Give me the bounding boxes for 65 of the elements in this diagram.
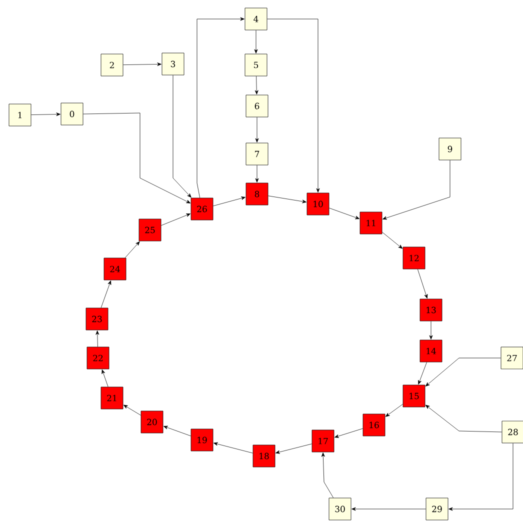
arrow	[425, 358, 501, 386]
node-box: 27	[500, 346, 523, 370]
arrow	[172, 75, 192, 198]
arrow	[124, 241, 140, 258]
arrow	[96, 330, 100, 347]
arrow	[31, 112, 60, 116]
arrow	[382, 160, 450, 220]
arrow	[334, 428, 363, 438]
node-box: 4	[244, 8, 268, 30]
arrow	[448, 443, 514, 511]
node-box: 30	[328, 498, 352, 520]
node-box: 28	[502, 420, 523, 444]
node-box: 19	[190, 428, 214, 452]
arrow	[276, 444, 312, 454]
node-box: 29	[426, 498, 448, 520]
arrow	[100, 280, 112, 308]
arrow	[352, 507, 426, 511]
node-box: 1	[8, 104, 32, 126]
node-box: 26	[190, 198, 214, 220]
node-box: 21	[100, 386, 124, 410]
node-box: 14	[420, 340, 442, 362]
arrow	[214, 442, 253, 454]
arrow	[255, 165, 259, 182]
arrow	[196, 17, 244, 198]
node-box: 10	[306, 192, 330, 216]
arrow	[267, 18, 320, 192]
arrow	[425, 404, 502, 432]
node-box: 0	[60, 102, 84, 126]
arrow	[385, 404, 403, 417]
arrow	[123, 404, 141, 416]
node-box: 17	[312, 430, 334, 452]
node-box: 25	[138, 218, 162, 242]
node-box: 3	[162, 52, 184, 76]
arrow	[418, 362, 427, 384]
node-box: 11	[360, 212, 382, 234]
arrow	[329, 208, 360, 220]
arrow	[102, 370, 108, 387]
node-box: 16	[362, 414, 386, 436]
node-box: 13	[420, 298, 442, 322]
arrow	[161, 214, 190, 226]
node-box: 9	[438, 138, 462, 160]
arrow	[164, 426, 191, 436]
node-box: 15	[402, 384, 426, 408]
node-box: 23	[86, 308, 108, 330]
arrow	[268, 196, 306, 204]
node-box: 18	[252, 444, 276, 468]
arrow	[213, 196, 246, 206]
node-box: 7	[246, 142, 268, 166]
arrow	[429, 321, 433, 340]
node-box: 5	[244, 54, 268, 76]
arrow	[254, 76, 258, 94]
arrow	[321, 452, 334, 498]
node-box: 12	[402, 246, 426, 270]
node-box: 2	[100, 54, 124, 76]
node-box: 24	[104, 258, 126, 280]
arrow	[254, 30, 258, 54]
arrow	[417, 269, 428, 298]
node-box: 6	[246, 94, 268, 118]
arrow	[255, 117, 259, 142]
arrow	[382, 232, 403, 249]
node-box: 22	[86, 346, 110, 370]
node-box: 8	[246, 182, 268, 206]
arrow	[123, 62, 162, 66]
arrow	[83, 112, 191, 204]
node-box: 20	[140, 410, 164, 434]
